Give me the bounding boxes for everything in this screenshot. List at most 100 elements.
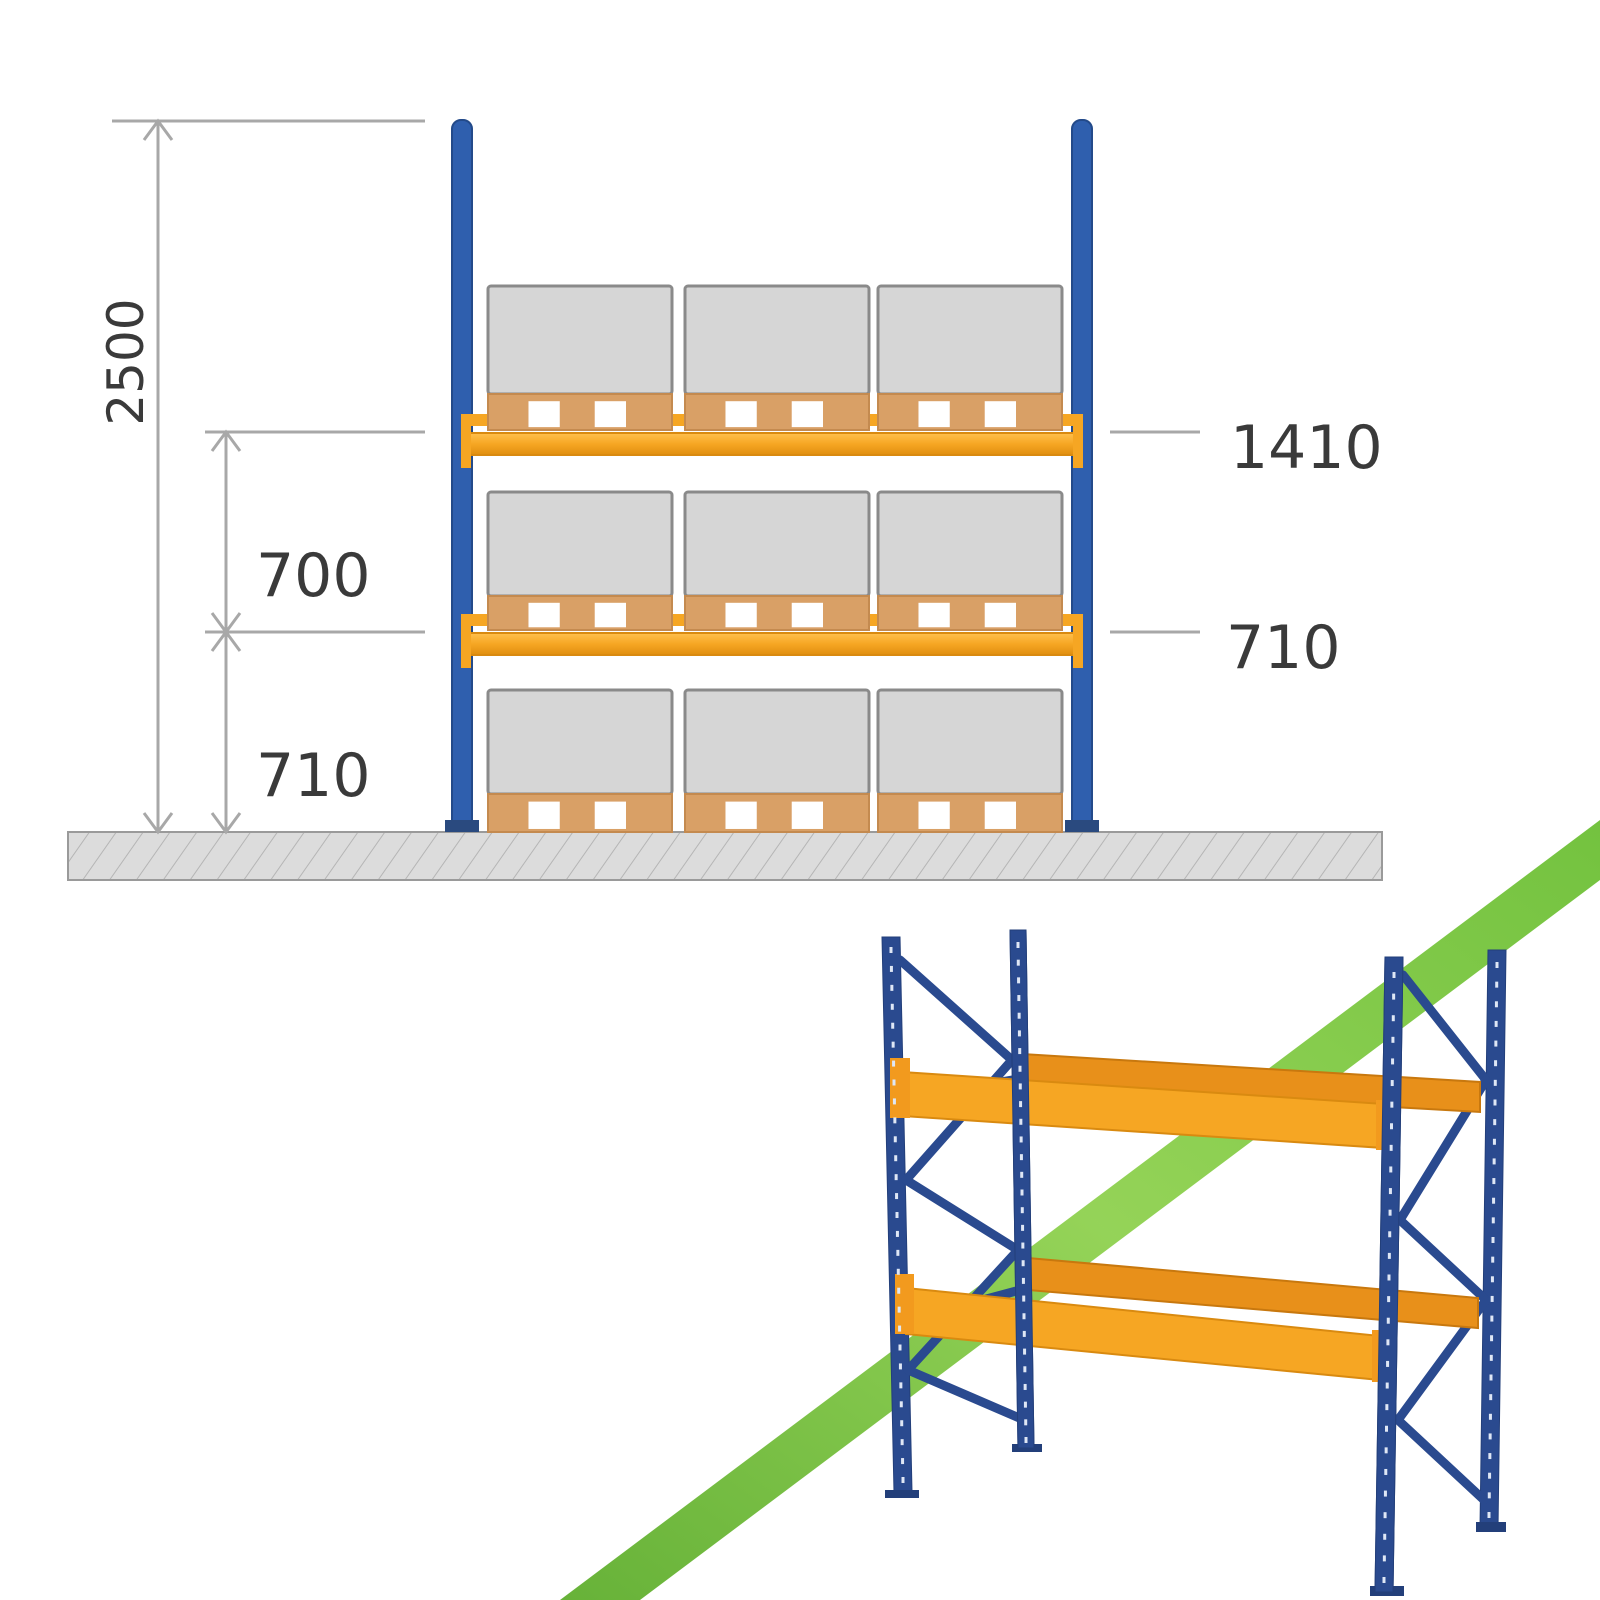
perforation-hole	[1021, 1224, 1025, 1231]
perforation-hole	[1017, 977, 1021, 984]
floor-hatch	[67, 831, 1383, 881]
perforation-hole	[898, 1344, 902, 1351]
perforation-hole	[890, 984, 894, 991]
perforation-hole	[1019, 1136, 1023, 1143]
perforation-hole	[1488, 1413, 1492, 1420]
pallet-load-icon	[486, 284, 674, 431]
perforation-hole	[1494, 1001, 1498, 1008]
perforation-hole	[1492, 1158, 1496, 1165]
perforation-hole	[1016, 959, 1020, 966]
perforation-hole	[1383, 1490, 1387, 1497]
perforation-hole	[1023, 1348, 1027, 1355]
dimension-lines	[112, 118, 1200, 835]
perforation-hole	[1016, 942, 1020, 948]
perforation-hole	[1023, 1401, 1027, 1408]
perforation-hole	[901, 1458, 905, 1465]
pallet-load-icon	[683, 490, 871, 631]
perforation-hole	[893, 1117, 897, 1124]
perforation-hole	[1382, 1555, 1386, 1562]
perforation-hole	[1490, 1335, 1494, 1342]
perforation-hole	[1493, 1079, 1497, 1086]
perforation-hole	[1495, 981, 1499, 988]
perforation-hole	[1389, 1166, 1393, 1173]
perforation-hole	[1383, 1512, 1387, 1519]
perforation-hole	[890, 1003, 894, 1010]
perforation-hole	[1492, 1138, 1496, 1145]
perforation-hole	[1017, 1030, 1021, 1037]
perforation-hole	[899, 1382, 903, 1389]
accent-stripe	[560, 820, 1600, 1600]
perforation-hole	[1489, 1394, 1493, 1401]
perforation-hole	[1487, 1512, 1491, 1518]
perforation-hole	[1387, 1274, 1391, 1281]
dim-total-height: 2500	[97, 298, 155, 425]
pallet-load-icon	[486, 490, 674, 631]
pallet-load-icon	[876, 284, 1064, 431]
perforation-hole	[1490, 1276, 1494, 1283]
rack-upright-right	[1065, 119, 1099, 832]
perforation-hole	[1490, 1315, 1494, 1322]
perforation-hole	[1391, 1036, 1395, 1043]
perforation-hole	[898, 1325, 902, 1332]
perforation-hole	[891, 1041, 895, 1048]
perforation-hole	[1386, 1339, 1390, 1346]
perforation-hole	[1491, 1217, 1495, 1224]
perforation-hole	[891, 1022, 895, 1029]
pallet-load-icon	[876, 688, 1064, 833]
perforation-hole	[1386, 1360, 1390, 1367]
perforation-hole	[1021, 1277, 1025, 1284]
perforation-hole	[1385, 1425, 1388, 1432]
perforation-hole	[900, 1420, 904, 1427]
perforation-hole	[1018, 1048, 1022, 1055]
perforation-hole	[1489, 1354, 1493, 1361]
perforation-hole	[1018, 1083, 1022, 1090]
perforation-hole	[1489, 1374, 1493, 1381]
perforation-hole	[1017, 995, 1021, 1002]
rack-upright-left	[445, 119, 479, 832]
dim-gap-between-levels: 700	[256, 541, 371, 611]
rack-frame-3d	[881, 929, 1507, 1596]
perforation-hole	[1021, 1242, 1025, 1249]
perforation-hole	[901, 1477, 905, 1483]
perforation-hole	[1020, 1189, 1024, 1196]
perforation-hole	[1493, 1099, 1497, 1106]
perforation-hole	[895, 1212, 899, 1218]
perforation-hole	[1492, 1197, 1496, 1204]
perforation-hole	[1390, 1101, 1394, 1108]
perforation-hole	[1385, 1382, 1389, 1389]
perforation-hole	[1388, 1231, 1392, 1238]
upright-perforations	[889, 942, 1499, 1583]
perforation-hole	[1022, 1330, 1026, 1337]
perforation-hole	[897, 1306, 901, 1313]
perforation-hole	[1490, 1295, 1494, 1302]
perforation-hole	[1384, 1447, 1388, 1454]
perforation-hole	[1020, 1171, 1024, 1178]
perforation-hole	[1388, 1209, 1392, 1216]
perforation-hole	[897, 1287, 901, 1294]
perforation-hole	[894, 1174, 898, 1181]
perforation-hole	[1494, 1060, 1498, 1067]
perforation-hole	[1391, 1058, 1395, 1065]
perforation-hole	[1488, 1433, 1492, 1440]
perforation-hole	[1022, 1295, 1026, 1302]
perforation-hole	[1024, 1437, 1028, 1443]
perforation-hole	[1392, 972, 1396, 978]
perforation-hole	[1391, 1015, 1395, 1022]
perforation-hole	[1392, 993, 1396, 1000]
perforation-hole	[1487, 1492, 1491, 1499]
perforation-hole	[1017, 1012, 1021, 1019]
perforation-hole	[889, 947, 893, 953]
perforation-hole	[898, 1363, 902, 1370]
perforation-hole	[1386, 1317, 1390, 1324]
dim-level-1-elevation: 710	[1226, 613, 1341, 683]
perforation-hole	[1018, 1065, 1022, 1072]
perforation-hole	[892, 1079, 896, 1086]
perforation-hole	[895, 1230, 899, 1237]
perforation-hole	[1023, 1383, 1027, 1390]
perforation-hole	[1384, 1468, 1388, 1475]
perforation-hole	[1390, 1123, 1393, 1130]
perforation-hole	[1383, 1533, 1387, 1540]
perforation-hole	[1019, 1118, 1023, 1125]
perforation-hole	[1488, 1472, 1492, 1479]
